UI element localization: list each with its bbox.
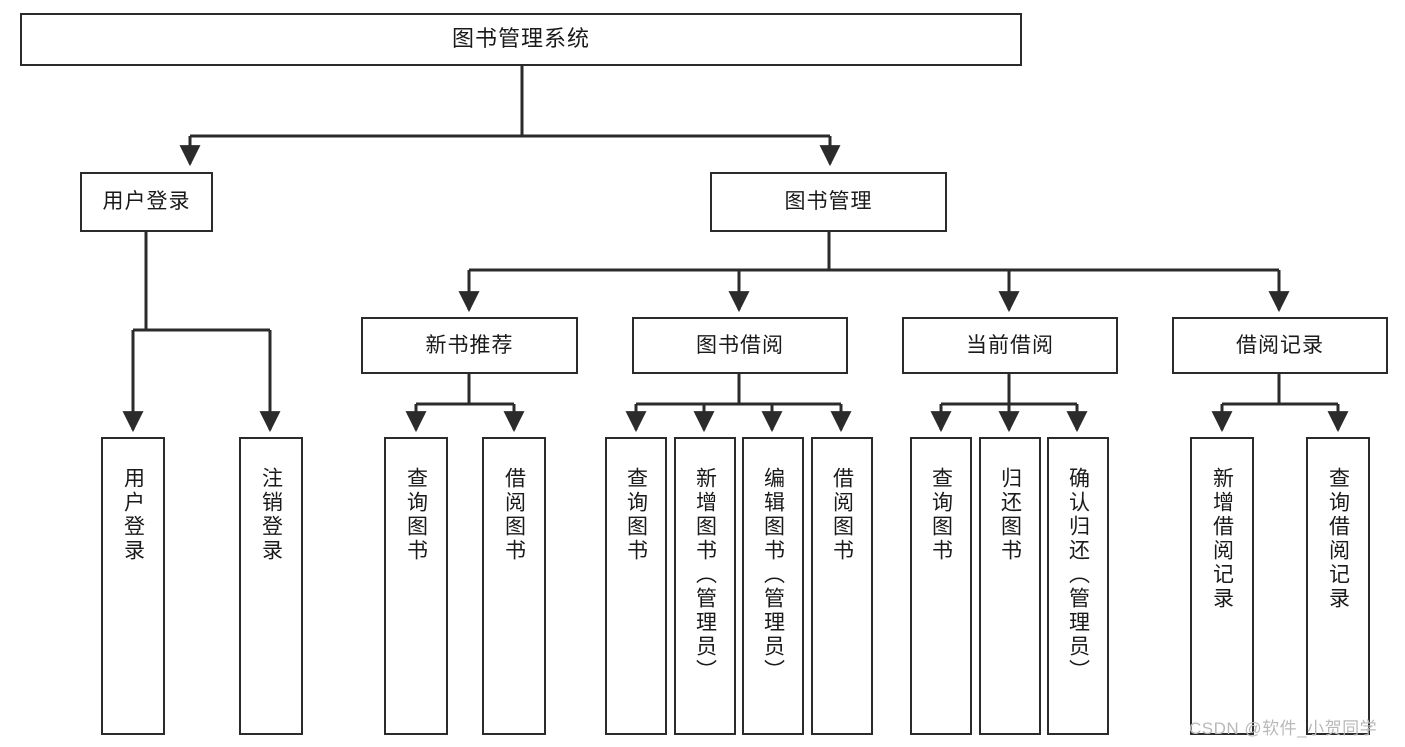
node-label: 借阅图书 [830,467,854,563]
node-current-borrow[interactable]: 当前借阅 [902,317,1118,374]
node-label: 查询图书 [624,467,648,563]
leaf-book-borrow-borrow-book[interactable]: 借阅图书 [811,437,873,735]
leaf-current-borrow-query-book[interactable]: 查询图书 [910,437,972,735]
node-book-borrow[interactable]: 图书借阅 [632,317,848,374]
node-label: 新增图书（管理员） [693,467,717,683]
node-user-login[interactable]: 用户登录 [80,172,213,232]
leaf-new-book-query-book[interactable]: 查询图书 [384,437,448,735]
csdn-watermark: CSDN @软件_小贺同学 [1189,719,1378,738]
node-borrow-record[interactable]: 借阅记录 [1172,317,1388,374]
node-label: 借阅记录 [1236,333,1324,357]
leaf-user-login-logout[interactable]: 注销登录 [239,437,303,735]
leaf-new-book-borrow-book[interactable]: 借阅图书 [482,437,546,735]
node-label: 查询图书 [404,467,428,563]
node-label: 注销登录 [259,467,283,563]
leaf-borrow-record-query-record[interactable]: 查询借阅记录 [1306,437,1370,735]
node-label: 查询借阅记录 [1326,467,1350,611]
node-label: 查询图书 [929,467,953,563]
leaf-book-borrow-query-book[interactable]: 查询图书 [605,437,667,735]
node-label: 归还图书 [998,467,1022,563]
leaf-current-borrow-return-book[interactable]: 归还图书 [979,437,1041,735]
leaf-book-borrow-edit-book-admin[interactable]: 编辑图书（管理员） [742,437,804,735]
leaf-borrow-record-add-record[interactable]: 新增借阅记录 [1190,437,1254,735]
node-label: 编辑图书（管理员） [761,467,785,683]
node-new-book-recommendation[interactable]: 新书推荐 [361,317,578,374]
node-label: 借阅图书 [502,467,526,563]
node-label: 当前借阅 [966,333,1054,357]
node-root-book-management-system[interactable]: 图书管理系统 [20,13,1022,66]
node-label: 确认归还（管理员） [1066,467,1090,683]
leaf-book-borrow-add-book-admin[interactable]: 新增图书（管理员） [674,437,736,735]
node-label: 用户登录 [121,467,145,563]
node-label: 用户登录 [102,190,191,214]
leaf-current-borrow-confirm-return-admin[interactable]: 确认归还（管理员） [1047,437,1109,735]
leaf-user-login-login[interactable]: 用户登录 [101,437,165,735]
node-label: 图书借阅 [696,333,784,357]
node-label: 图书管理系统 [451,26,590,52]
node-book-management[interactable]: 图书管理 [710,172,947,232]
node-label: 图书管理 [784,190,873,214]
node-label: 新书推荐 [425,333,514,357]
node-label: 新增借阅记录 [1210,467,1234,611]
